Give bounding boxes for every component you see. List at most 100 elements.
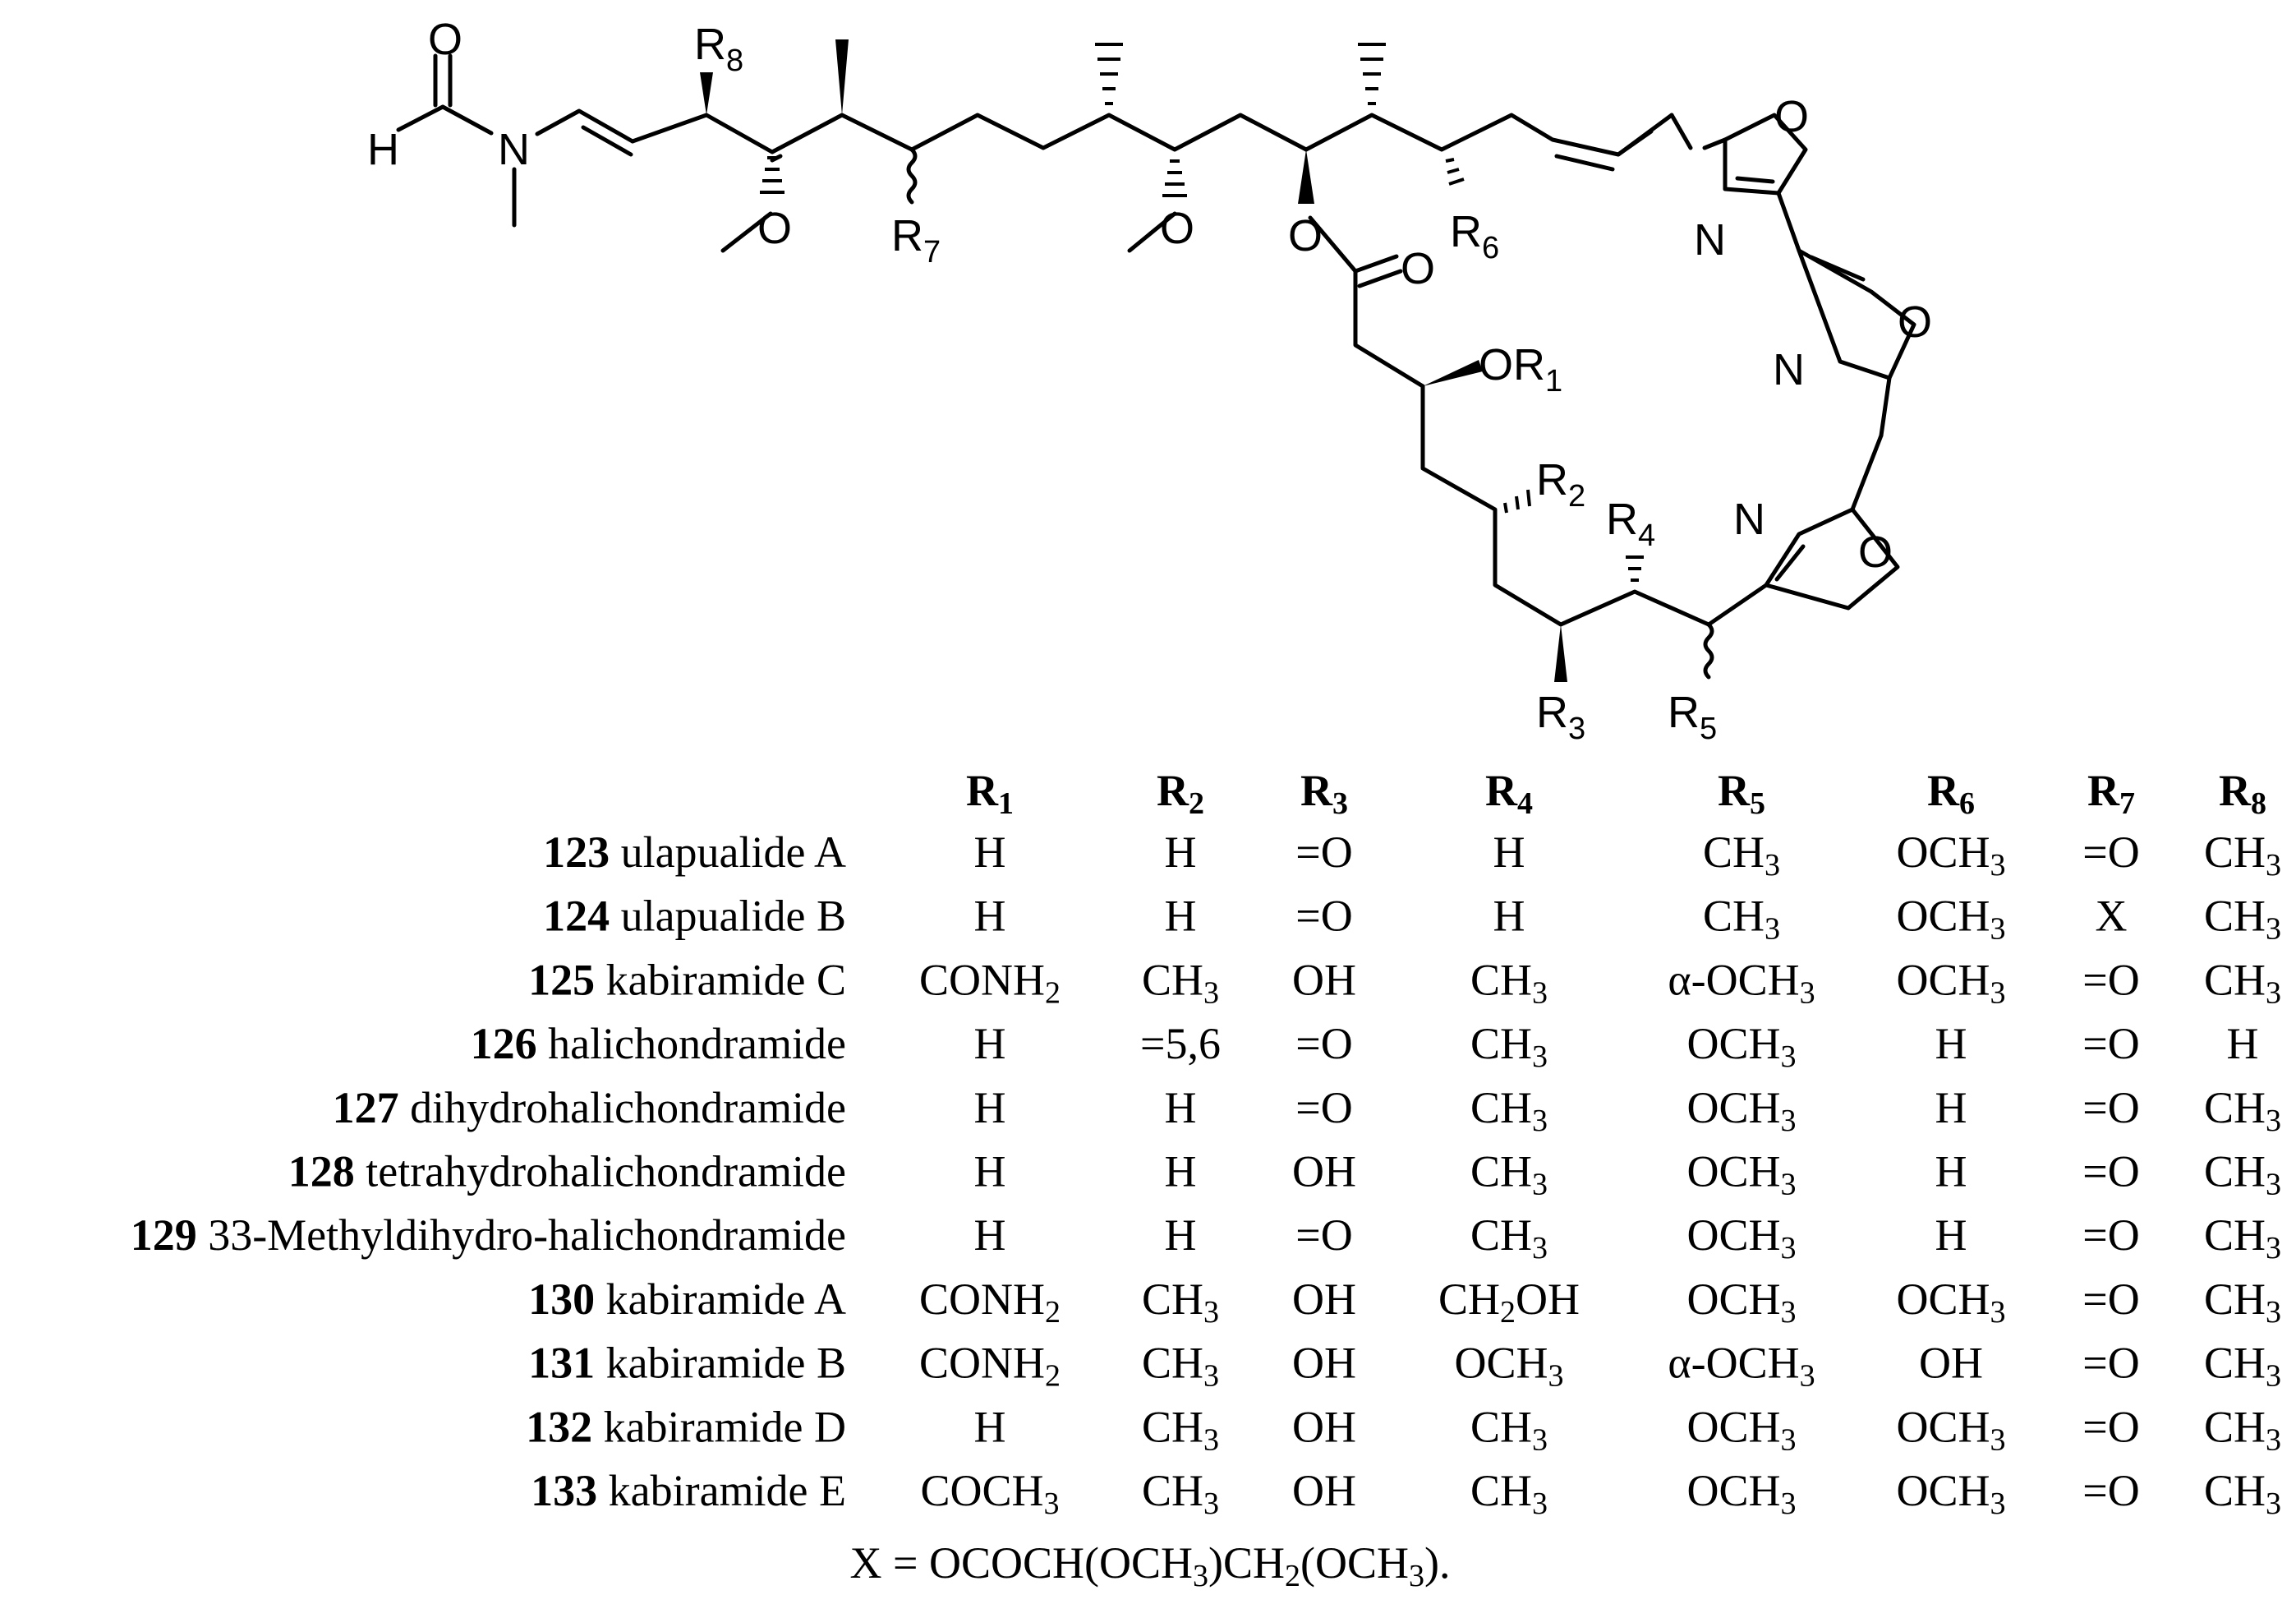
table-cell: H [1493, 892, 1525, 941]
atom-oxazole1-n: N [1694, 215, 1726, 265]
compound-label: 123 ulapualide A [543, 827, 846, 877]
table-cell: CH3 [1470, 1402, 1548, 1457]
atom-oxazole2-n: N [1773, 345, 1805, 394]
compound-name: kabiramide C [595, 955, 846, 1004]
label-r6: R6 [1450, 207, 1499, 265]
table-cell: OCH3 [1686, 1466, 1796, 1521]
table-cell: OH [1292, 1147, 1356, 1196]
table-cell: OCH3 [1896, 892, 2005, 947]
table-cell: OH [1292, 1339, 1356, 1388]
compound-label: 129 33-Methyldihydro-halichondramide [131, 1210, 846, 1260]
compound-label: 133 kabiramide E [531, 1466, 846, 1515]
table-cell: H [1935, 1019, 1967, 1068]
atom-oxazole3-o: O [1858, 528, 1893, 577]
table-cell: OCH3 [1896, 1466, 2005, 1521]
table-cell: H [1165, 1083, 1197, 1132]
hash-bond-methyl-3 [1358, 43, 1386, 105]
table-cell: H [1935, 1083, 1967, 1132]
table-cell: CH3 [1142, 1466, 1219, 1521]
table-cell: CH3 [1142, 1402, 1219, 1457]
table-cell: CH3 [1470, 1466, 1548, 1521]
table-cell: CH3 [1470, 955, 1548, 1010]
table-header-r7: R7 [2087, 766, 2135, 821]
table-cell: CH3 [2204, 1083, 2281, 1138]
table-cell: H [974, 1083, 1006, 1132]
table-footnote: X = OCOCH(OCH3)CH2(OCH3). [850, 1538, 1451, 1593]
atom-amide-n: N [498, 125, 530, 174]
compound-number: 133 [531, 1466, 597, 1515]
table-cell: =O [1295, 1083, 1352, 1132]
table-cell: CH3 [2204, 892, 2281, 947]
table-cell: CH3 [1142, 1274, 1219, 1330]
compound-name: ulapualide B [610, 892, 846, 941]
compound-name: kabiramide E [597, 1466, 846, 1515]
table-cell: =O [2082, 827, 2139, 877]
table-cell: CH3 [1703, 892, 1780, 947]
table-cell: H [1165, 827, 1197, 877]
table-header-r4: R4 [1485, 766, 1533, 821]
table-cell: OCH3 [1686, 1019, 1796, 1074]
table-cell: CH3 [1142, 1339, 1219, 1394]
table-cell: α-OCH3 [1668, 955, 1815, 1010]
table-cell: CH3 [1470, 1019, 1548, 1074]
compound-number: 123 [543, 827, 610, 877]
compound-label: 127 dihydrohalichondramide [333, 1083, 846, 1132]
table-cell: OCH3 [1896, 827, 2005, 883]
table-cell: OCH3 [1686, 1402, 1796, 1457]
table-cell: =O [2082, 1210, 2139, 1260]
table-cell: OCH3 [1896, 1274, 2005, 1330]
atom-ester-o: O [1288, 211, 1323, 260]
table-cell: OCH3 [1686, 1083, 1796, 1138]
hash-bond-r2 [1503, 489, 1531, 514]
table-cell: H [974, 892, 1006, 941]
table-cell: H [1493, 827, 1525, 877]
table-cell: OCH3 [1896, 955, 2005, 1010]
stereo-bonds [700, 39, 1644, 682]
table-cell: =O [2082, 1147, 2139, 1196]
compound-label: 126 halichondramide [471, 1019, 846, 1068]
label-r8: R8 [694, 20, 743, 78]
hash-bond-methoxy-1 [760, 156, 785, 194]
hash-bond-methoxy-2 [1162, 159, 1187, 197]
compound-name: kabiramide B [595, 1339, 846, 1388]
table-cell: CONH2 [919, 955, 1061, 1010]
table-cell: α-OCH3 [1668, 1339, 1815, 1394]
compound-number: 130 [528, 1274, 595, 1324]
label-r3: R3 [1536, 688, 1585, 746]
compound-name: kabiramide A [595, 1274, 846, 1324]
table-cell: OH [1292, 955, 1356, 1004]
wedge-bond-methyl-1 [835, 39, 849, 115]
table-cell: =O [1295, 827, 1352, 877]
table-header-r6: R6 [1927, 766, 1975, 821]
table-cell: CH3 [2204, 955, 2281, 1010]
table-header-r8: R8 [2219, 766, 2266, 821]
atom-formyl-h: H [367, 125, 399, 174]
compound-number: 124 [543, 892, 610, 941]
table-cell: OCH3 [1686, 1210, 1796, 1265]
table-cell: OCH3 [1686, 1274, 1796, 1330]
atom-carbonyl-o: O [1401, 244, 1435, 293]
atom-oxazole2-o: O [1898, 297, 1932, 347]
wedge-bond-ester [1298, 150, 1314, 204]
wedge-bond-or1 [1423, 360, 1483, 386]
table-cell: CH3 [1703, 827, 1780, 883]
table-cell: OCH3 [1454, 1339, 1563, 1394]
table-cell: =O [1295, 1019, 1352, 1068]
table-cell: H [974, 1147, 1006, 1196]
compound-name: dihydrohalichondramide [399, 1083, 846, 1132]
table-cell: H [1935, 1147, 1967, 1196]
table-cell: =O [2082, 1466, 2139, 1515]
table-cell: =O [2082, 1402, 2139, 1451]
hash-bond-r6 [1445, 158, 1465, 186]
compound-number: 131 [528, 1339, 595, 1388]
table-cell: CH3 [2204, 1339, 2281, 1394]
label-r5: R5 [1668, 688, 1717, 746]
table-cell: OH [1292, 1274, 1356, 1324]
table-cell: H [1165, 892, 1197, 941]
compound-number: 127 [333, 1083, 399, 1132]
label-r4: R4 [1606, 495, 1655, 553]
compound-name: halichondramide [537, 1019, 846, 1068]
table-header-r3: R3 [1300, 766, 1348, 821]
